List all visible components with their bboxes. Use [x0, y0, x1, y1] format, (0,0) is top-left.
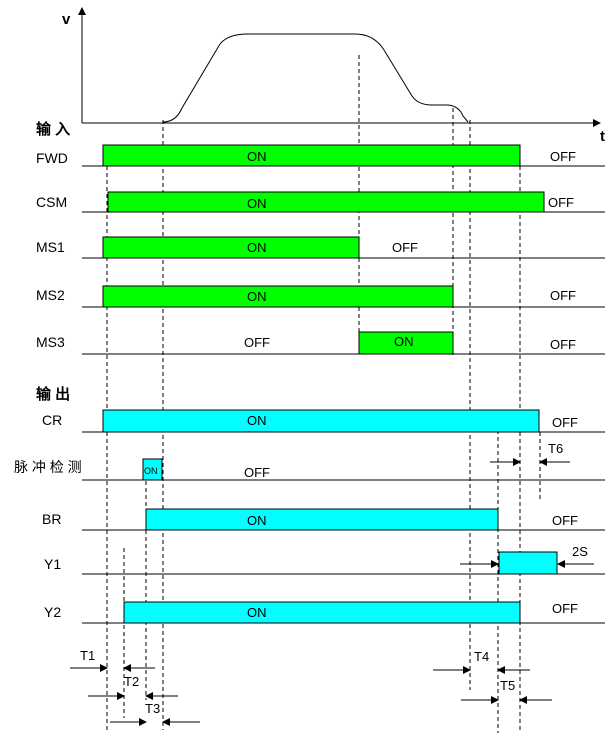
y2-off-text: OFF [552, 601, 578, 616]
t4-label: T4 [474, 649, 489, 664]
velocity-curve [162, 33, 469, 123]
fwd-on-bar [102, 144, 521, 167]
ms1-label: MS1 [36, 239, 65, 255]
ms1-off-text: OFF [392, 240, 418, 255]
pulse-on-text: ON [144, 466, 158, 476]
ms1-on-text: ON [247, 240, 267, 255]
section-input: 输 入 [36, 120, 70, 138]
pulse-label: 脉 冲 检 测 [14, 459, 82, 475]
csm-on-text: ON [247, 196, 267, 211]
ms3-label: MS3 [36, 334, 65, 350]
br-label: BR [42, 511, 61, 527]
t6-label: T6 [548, 441, 563, 456]
y1-label: Y1 [44, 556, 61, 572]
br-on-text: ON [247, 513, 267, 528]
csm-on-bar [107, 191, 545, 213]
y2-label: Y2 [44, 604, 61, 620]
ms2-on-text: ON [247, 289, 267, 304]
timing-arrows [70, 458, 594, 726]
cr-on-text: ON [247, 413, 267, 428]
section-output: 输 出 [36, 385, 70, 403]
ms1-on-bar [102, 236, 360, 259]
fwd-label: FWD [36, 150, 68, 166]
v-axis-label: v [62, 11, 71, 28]
ms2-on-bar [102, 285, 454, 308]
t5-label: T5 [500, 678, 515, 693]
t1-label: T1 [80, 648, 95, 663]
csm-label: CSM [36, 194, 67, 210]
pulse-on-bar [142, 458, 163, 481]
t3-label: T3 [145, 701, 160, 716]
br-on-bar [145, 508, 499, 531]
ms3-on-text: ON [394, 334, 414, 349]
ms2-label: MS2 [36, 287, 65, 303]
fwd-off-text: OFF [550, 149, 576, 164]
y1-on-bar [498, 551, 558, 575]
ms3-off-text: OFF [244, 335, 270, 350]
fwd-on-text: ON [247, 149, 267, 164]
cr-label: CR [42, 412, 62, 428]
cr-on-bar [102, 409, 540, 433]
csm-off-text: OFF [548, 195, 574, 210]
t2-label: T2 [124, 674, 139, 689]
t-axis-label: t [600, 128, 605, 145]
ms3-off-text-2: OFF [550, 337, 576, 352]
y2-on-bar [123, 601, 521, 624]
ms3-on-bar [358, 331, 454, 355]
y1-duration-label: 2S [572, 544, 588, 559]
br-off-text: OFF [552, 513, 578, 528]
pulse-off-text: OFF [244, 465, 270, 480]
y2-on-text: ON [247, 605, 267, 620]
ms2-off-text: OFF [550, 288, 576, 303]
cr-off-text: OFF [552, 415, 578, 430]
